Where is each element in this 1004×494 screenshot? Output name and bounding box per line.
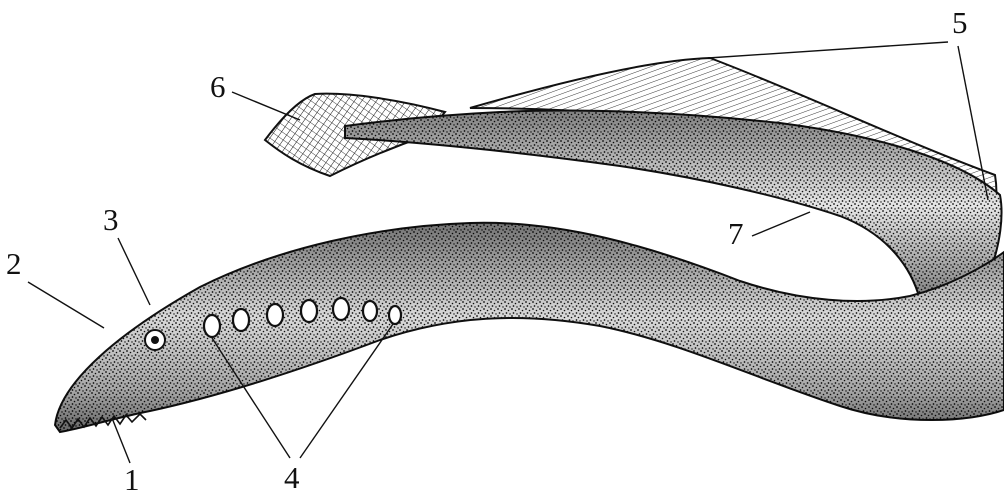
front-body bbox=[55, 223, 1004, 432]
gill-opening bbox=[233, 309, 249, 331]
leader-line-2 bbox=[28, 282, 104, 328]
leader-line-7 bbox=[752, 212, 810, 236]
label-2: 2 bbox=[6, 246, 22, 281]
leader-line-3 bbox=[118, 238, 150, 305]
label-3: 3 bbox=[103, 202, 119, 237]
label-7: 7 bbox=[728, 216, 744, 251]
leader-line-1 bbox=[112, 418, 130, 463]
label-5: 5 bbox=[952, 5, 968, 40]
label-1: 1 bbox=[124, 462, 140, 494]
label-6: 6 bbox=[210, 69, 226, 104]
gill-opening bbox=[301, 300, 317, 322]
eye bbox=[145, 330, 165, 350]
leader-line-5a bbox=[708, 42, 948, 58]
gill-opening bbox=[204, 315, 220, 337]
leader-line-6 bbox=[232, 92, 300, 120]
gill-opening bbox=[363, 301, 377, 321]
gill-opening bbox=[389, 306, 401, 324]
label-4: 4 bbox=[284, 460, 300, 494]
gill-opening bbox=[333, 298, 349, 320]
gill-opening bbox=[267, 304, 283, 326]
